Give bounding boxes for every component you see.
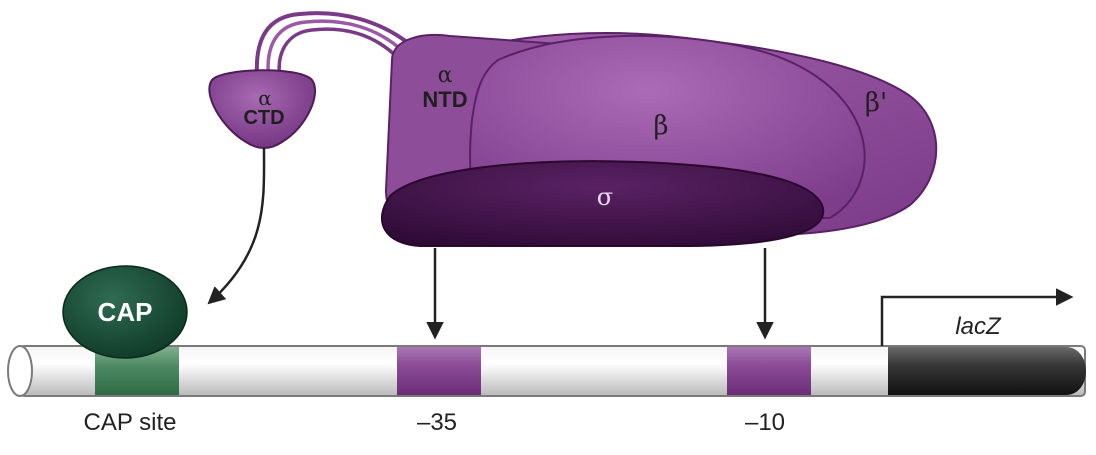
transcription-start-arrow [880, 288, 1074, 346]
cap-site-label: CAP site [84, 409, 177, 436]
alpha-ctd-greek: α [258, 86, 272, 110]
alpha-linker-3 [277, 27, 400, 91]
lacz-gene-region [888, 347, 1086, 395]
ctd-to-cap-arrow [207, 147, 266, 305]
minus35-region [397, 347, 481, 395]
alpha-linker-2 [266, 19, 406, 89]
alpha-linker-1 [254, 11, 414, 87]
sigma-subunit [380, 160, 825, 247]
dna-end [7, 345, 33, 397]
beta-label: β [653, 111, 668, 141]
cap-protein [62, 265, 188, 359]
alpha-ntd-label: NTD [422, 87, 467, 112]
sigma-label: σ [597, 183, 613, 211]
minus10-label: –10 [745, 409, 785, 436]
alpha-ctd-label: CTD [243, 107, 284, 129]
gene-label: lacZ [955, 313, 1002, 340]
minus10-region [727, 347, 811, 395]
minus35-label: –35 [417, 409, 457, 436]
cap-protein-label: CAP [98, 297, 153, 327]
alpha-ntd-greek: α [438, 63, 453, 88]
alpha-ctd-subunit [208, 69, 317, 149]
beta-prime-label: β' [865, 88, 887, 118]
